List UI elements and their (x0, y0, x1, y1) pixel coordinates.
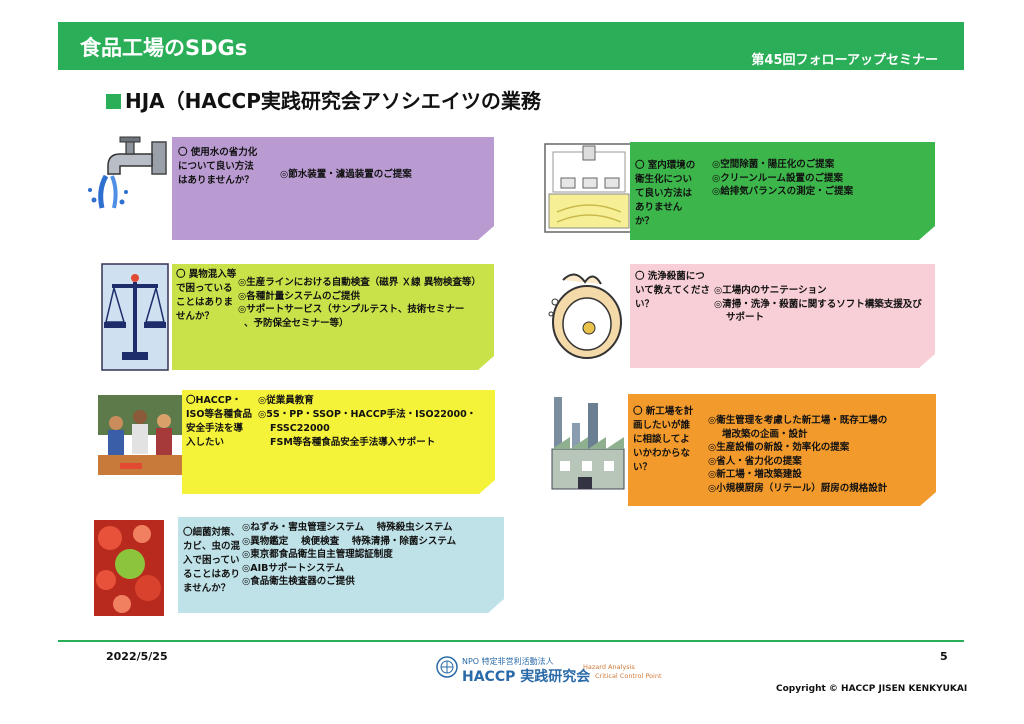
green-square-icon (106, 94, 121, 109)
handwash-icon (548, 273, 622, 359)
org-type-label: NPO 特定非営利活動法人 (462, 657, 554, 666)
service-card-pest-control: 〇細菌対策、カビ、虫の混入で困っていることはありませんか？ ◎ねずみ・害虫管理シ… (178, 517, 504, 613)
card-answers: ◎ねずみ・害虫管理システム 特殊殺虫システム ◎異物鑑定 検便検査 特殊清掃・除… (242, 521, 456, 589)
faucet-icon (88, 136, 167, 209)
card-answers: ◎工場内のサニテーション ◎清掃・洗浄・殺菌に関するソフト構築支援及び サポート (714, 284, 922, 325)
answer-item: ◎従業員教育 (258, 395, 314, 406)
copyright-text: Copyright © HACCP JISEN KENKYUKAI (776, 684, 968, 694)
section-heading: HJA（HACCP実践研究会アソシエイツの業務 (106, 85, 541, 114)
answer-item: ◎ねずみ・害虫管理システム 特殊殺虫システム (242, 522, 453, 533)
answer-item: ◎異物鑑定 検便検査 特殊清掃・除菌システム (242, 535, 457, 547)
answer-item: FSM等各種食品安全手法導入サポート (270, 437, 436, 448)
cleanroom-icon (544, 143, 634, 233)
org-tagline-line1: Hazard Analysis (583, 663, 635, 671)
answer-item: ◎サポートサービス（サンプルテスト、技術セミナー (238, 304, 465, 315)
answer-item: ◎各種計量システムのご提供 (238, 290, 361, 302)
bacteria-icon (94, 520, 164, 616)
card-question: 〇 新工場を計画したいが誰に相談してよいかわからない？ (633, 406, 694, 473)
date-label: 2022/5/25 (106, 650, 168, 663)
card-question: 〇HACCP・ISO等各種食品安全手法を導入したい (186, 395, 252, 448)
answer-item: 、予防保全セミナー等） (244, 317, 349, 329)
answer-item: ◎省人・省力化の提案 (708, 455, 802, 467)
service-card-haccp: 〇HACCP・ISO等各種食品安全手法を導入したい ◎従業員教育 ◎5S・PP・… (182, 390, 495, 494)
card-answers: ◎従業員教育 ◎5S・PP・SSOP・HACCP手法・ISO22000・ FSS… (258, 394, 476, 450)
answer-item: ◎AIBサポートシステム (242, 562, 345, 574)
card-question: 〇 使用水の省力化について良い方法 はありませんか？ (178, 147, 258, 186)
answer-item: ◎空間除菌・陽圧化のご提案 (712, 159, 835, 170)
service-card-foreign-matter: 〇 異物混入等で困っていることはありませんか？ ◎生産ラインにおける自動検査（磁… (172, 264, 494, 370)
answer-item: サポート (726, 312, 765, 323)
card-question: 〇 異物混入等で困っていることはありませんか？ (176, 269, 237, 322)
card-answers: ◎空間除菌・陽圧化のご提案 ◎クリーンルーム設置のご提案 ◎給排気バランスの測定… (712, 158, 853, 199)
answer-item: ◎クリーンルーム設置のご提案 (712, 172, 844, 184)
org-tagline-line2: Critical Control Point (595, 672, 662, 680)
answer-item: ◎生産ラインにおける自動検査（磁界 Ｘ線 異物検査等） (238, 277, 481, 288)
card-question: 〇細菌対策、カビ、虫の混入で困っていることはありませんか？ (183, 527, 241, 594)
org-tagline: Hazard Analysis Critical Control Point (583, 663, 662, 681)
service-card-indoor: 〇 室内環境の衛生化について良い方法はありませんか？ ◎空間除菌・陽圧化のご提案… (630, 142, 935, 240)
training-classroom-icon (98, 395, 182, 475)
card-answers: ◎生産ラインにおける自動検査（磁界 Ｘ線 異物検査等） ◎各種計量システムのご提… (238, 276, 481, 330)
organization-logo-icon (436, 656, 458, 678)
answer-item: ◎生産設備の新設・効率化の提案 (708, 442, 850, 453)
answer-item: FSSC22000 (270, 423, 330, 434)
answer-item: ◎工場内のサニテーション (714, 285, 827, 296)
answer-item: ◎衛生管理を考慮した新工場・既存工場の (708, 415, 888, 426)
answer-item: ◎食品衛生検査器のご提供 (242, 576, 355, 587)
scale-icon (101, 263, 169, 371)
card-answers: ◎衛生管理を考慮した新工場・既存工場の 増改築の企画・設計 ◎生産設備の新設・効… (708, 414, 887, 495)
service-card-sanitation: 〇 洗浄殺菌について教えてください？ ◎工場内のサニテーション ◎清掃・洗浄・殺… (630, 264, 935, 368)
answer-item: ◎東京都食品衛生自主管理認証制度 (242, 549, 393, 560)
answer-item: ◎節水装置・濾過装置のご提案 (280, 169, 412, 180)
org-name: HACCP 実践研究会 (462, 669, 591, 685)
card-answers: ◎節水装置・濾過装置のご提案 (280, 168, 412, 182)
seminar-label: 第45回フォローアップセミナー (751, 53, 938, 68)
answer-item: ◎給排気バランスの測定・ご提案 (712, 186, 854, 197)
card-question: 〇 室内環境の衛生化について良い方法はありませんか？ (635, 160, 696, 227)
answer-item: ◎新工場・増改築建設 (708, 469, 802, 480)
answer-item: ◎小規模厨房（リテール）厨房の規格設計 (708, 482, 888, 494)
footer-divider (58, 640, 964, 642)
service-card-water: 〇 使用水の省力化について良い方法 はありませんか？ ◎節水装置・濾過装置のご提… (172, 137, 494, 240)
card-question: 〇 洗浄殺菌について教えてください？ (635, 271, 710, 310)
answer-item: ◎清掃・洗浄・殺菌に関するソフト構築支援及び (714, 298, 922, 310)
answer-item: 増改築の企画・設計 (722, 428, 808, 440)
page-number: 5 (940, 650, 948, 663)
section-heading-text: HJA（HACCP実践研究会アソシエイツの業務 (125, 89, 541, 113)
answer-item: ◎5S・PP・SSOP・HACCP手法・ISO22000・ (258, 409, 477, 420)
page-title: 食品工場のSDGs (80, 36, 248, 60)
service-card-new-factory: 〇 新工場を計画したいが誰に相談してよいかわからない？ ◎衛生管理を考慮した新工… (628, 394, 936, 506)
header-bar: 食品工場のSDGs 第45回フォローアップセミナー (58, 22, 964, 70)
factory-icon (551, 397, 625, 490)
